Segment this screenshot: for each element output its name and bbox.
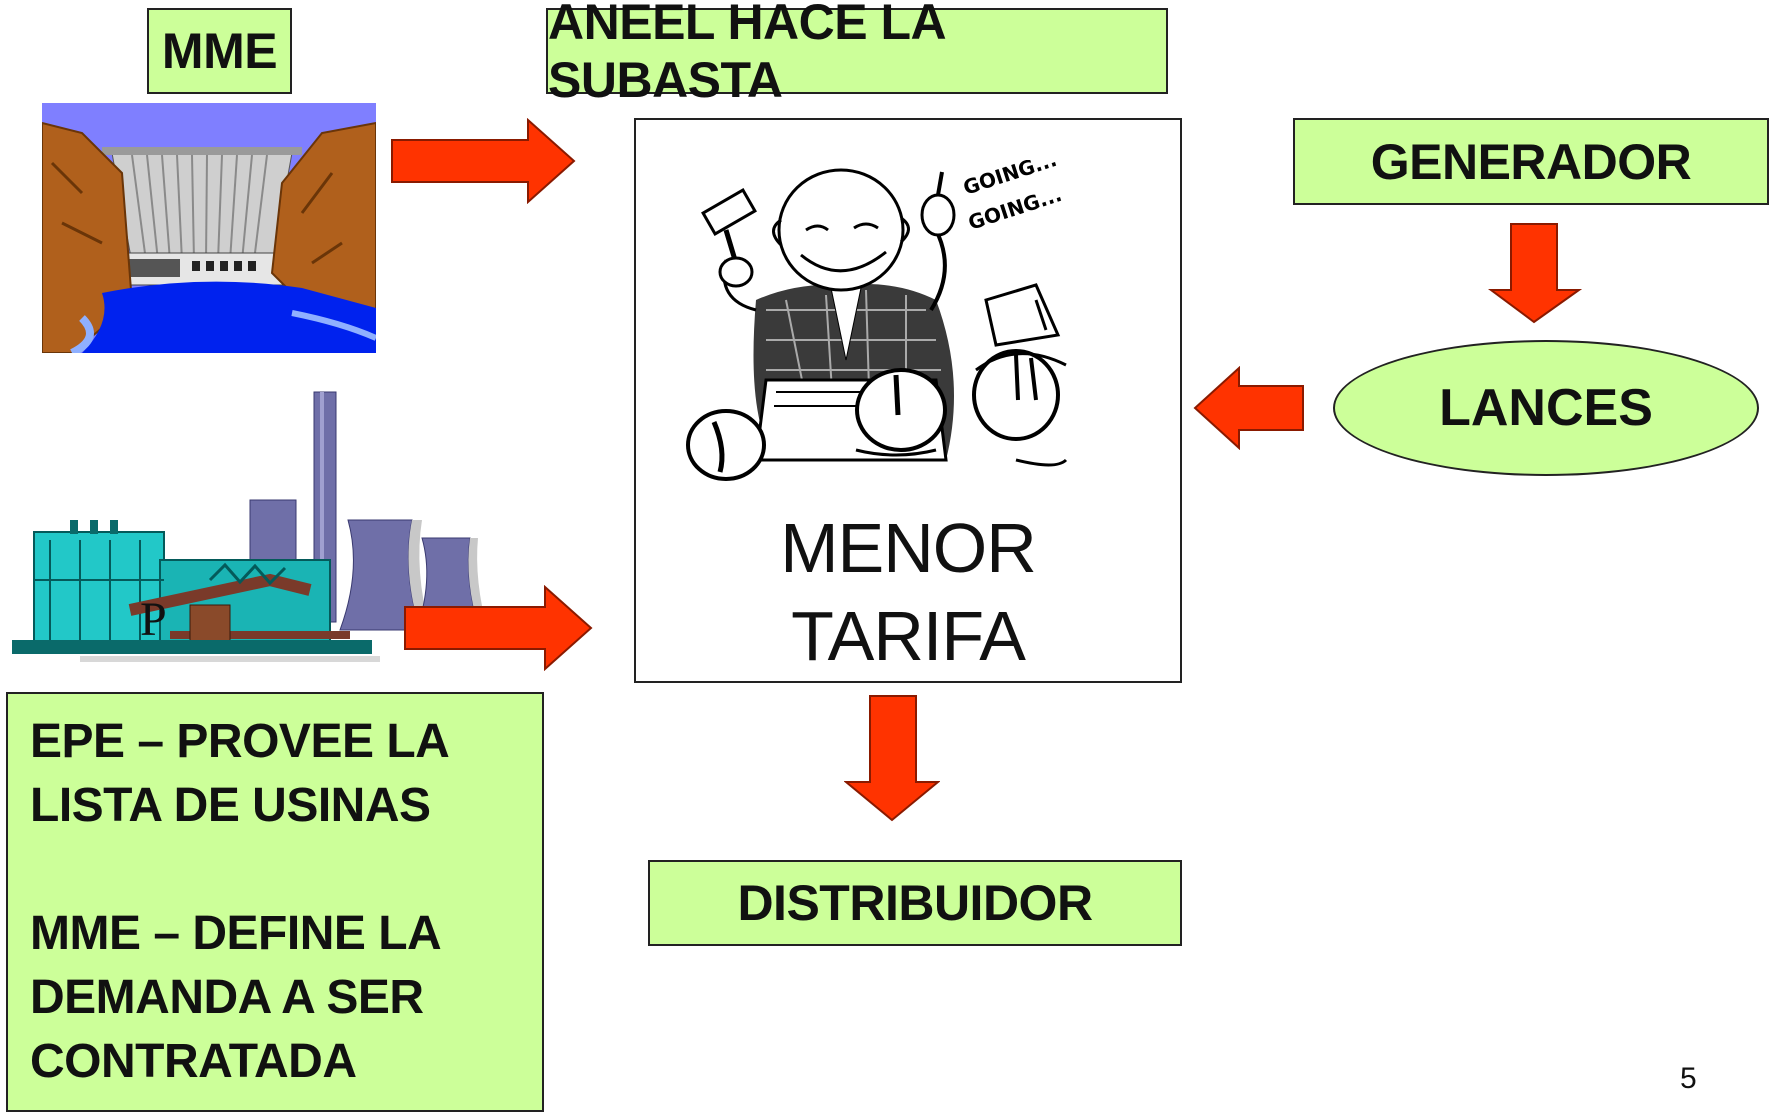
note-line-3: MME – DEFINE LA — [30, 907, 442, 960]
dam-illustration — [42, 103, 376, 353]
note-line-2: LISTA DE USINAS — [30, 779, 431, 832]
mme-label: MME — [147, 8, 292, 94]
note-line-5: CONTRATADA — [30, 1035, 357, 1088]
arrow-dam-to-auction — [391, 118, 576, 204]
caption-menor: MENOR — [780, 509, 1037, 587]
auctioneer-cartoon: GOING... GOING... — [686, 160, 1068, 481]
arrow-auction-to-distribuidor — [844, 695, 940, 822]
mme-label-text: MME — [161, 23, 278, 79]
generador-label: GENERADOR — [1293, 118, 1769, 205]
caption-tarifa: TARIFA — [791, 597, 1026, 675]
lances-label: LANCES — [1439, 379, 1653, 437]
generador-label-text: GENERADOR — [1370, 133, 1692, 190]
arrow-plant-to-auction — [404, 585, 593, 671]
stray-letter: P — [140, 593, 167, 646]
aneel-label-text: ANEEL HACE LA SUBASTA — [548, 0, 945, 108]
distribuidor-label: DISTRIBUIDOR — [648, 860, 1182, 946]
distribuidor-label-text: DISTRIBUIDOR — [737, 875, 1093, 931]
page-number: 5 — [1680, 1062, 1697, 1095]
power-plant-illustration — [12, 391, 488, 662]
auction-panel: GOING... GOING... MENOR TARIFA — [634, 118, 1182, 683]
auction-caption: MENOR TARIFA — [636, 504, 1180, 680]
aneel-label: ANEEL HACE LA SUBASTA — [546, 0, 1168, 108]
arrow-lances-to-auction — [1193, 366, 1304, 450]
note-gap — [30, 838, 520, 902]
arrow-generador-to-lances — [1487, 223, 1583, 324]
note-line-4: DEMANDA A SER — [30, 971, 424, 1024]
epe-mme-note: EPE – PROVEE LA LISTA DE USINAS MME – DE… — [6, 692, 544, 1112]
note-line-1: EPE – PROVEE LA — [30, 715, 450, 768]
lances-oval: LANCES — [1333, 340, 1759, 476]
